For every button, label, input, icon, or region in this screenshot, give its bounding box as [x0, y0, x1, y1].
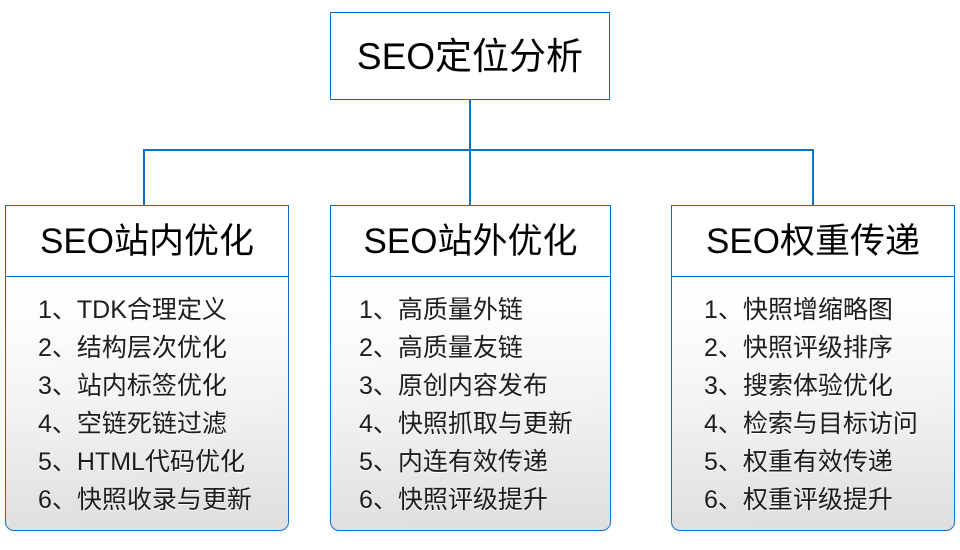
list-item: 2、快照评级排序 — [704, 334, 893, 363]
branch-3-list: 1、快照增缩略图 2、快照评级排序 3、搜索体验优化 4、检索与目标访问 5、权… — [671, 276, 955, 532]
list-item: 5、HTML代码优化 — [38, 448, 245, 477]
list-item: 5、权重有效传递 — [704, 448, 893, 477]
connector-horizontal-bar — [143, 149, 814, 151]
list-item: 6、快照收录与更新 — [38, 486, 252, 515]
branch-3-header[interactable]: SEO权重传递 — [671, 205, 955, 278]
list-item: 6、快照评级提升 — [359, 486, 548, 515]
branch-node-weight-transfer[interactable]: SEO权重传递 1、快照增缩略图 2、快照评级排序 3、搜索体验优化 4、检索与… — [671, 205, 955, 533]
list-item: 4、检索与目标访问 — [704, 410, 918, 439]
branch-1-header[interactable]: SEO站内优化 — [5, 205, 289, 278]
branch-1-title: SEO站内优化 — [40, 222, 254, 261]
list-item: 3、搜索体验优化 — [704, 372, 893, 401]
connector-branch-3-vertical — [812, 149, 814, 206]
list-item: 2、高质量友链 — [359, 334, 523, 363]
branch-3-title: SEO权重传递 — [706, 222, 920, 261]
branch-2-list: 1、高质量外链 2、高质量友链 3、原创内容发布 4、快照抓取与更新 5、内连有… — [330, 276, 611, 532]
list-item: 1、TDK合理定义 — [38, 296, 227, 325]
list-item: 1、快照增缩略图 — [704, 296, 893, 325]
connector-root-vertical — [469, 100, 471, 150]
root-node-label: SEO定位分析 — [356, 35, 584, 77]
root-node-seo-positioning-analysis[interactable]: SEO定位分析 — [330, 12, 610, 100]
connector-branch-2-vertical — [469, 149, 471, 206]
list-item: 5、内连有效传递 — [359, 448, 548, 477]
branch-2-header[interactable]: SEO站外优化 — [330, 205, 611, 278]
list-item: 3、站内标签优化 — [38, 372, 227, 401]
branch-node-offsite-optimization[interactable]: SEO站外优化 1、高质量外链 2、高质量友链 3、原创内容发布 4、快照抓取与… — [330, 205, 611, 533]
branch-2-title: SEO站外优化 — [363, 222, 578, 261]
branch-1-list: 1、TDK合理定义 2、结构层次优化 3、站内标签优化 4、空链死链过滤 5、H… — [5, 276, 289, 532]
list-item: 4、快照抓取与更新 — [359, 410, 573, 439]
list-item: 4、空链死链过滤 — [38, 410, 227, 439]
list-item: 2、结构层次优化 — [38, 334, 227, 363]
branch-node-onsite-optimization[interactable]: SEO站内优化 1、TDK合理定义 2、结构层次优化 3、站内标签优化 4、空链… — [5, 205, 289, 533]
list-item: 6、权重评级提升 — [704, 486, 893, 515]
list-item: 1、高质量外链 — [359, 296, 523, 325]
list-item: 3、原创内容发布 — [359, 372, 548, 401]
connector-branch-1-vertical — [143, 149, 145, 206]
